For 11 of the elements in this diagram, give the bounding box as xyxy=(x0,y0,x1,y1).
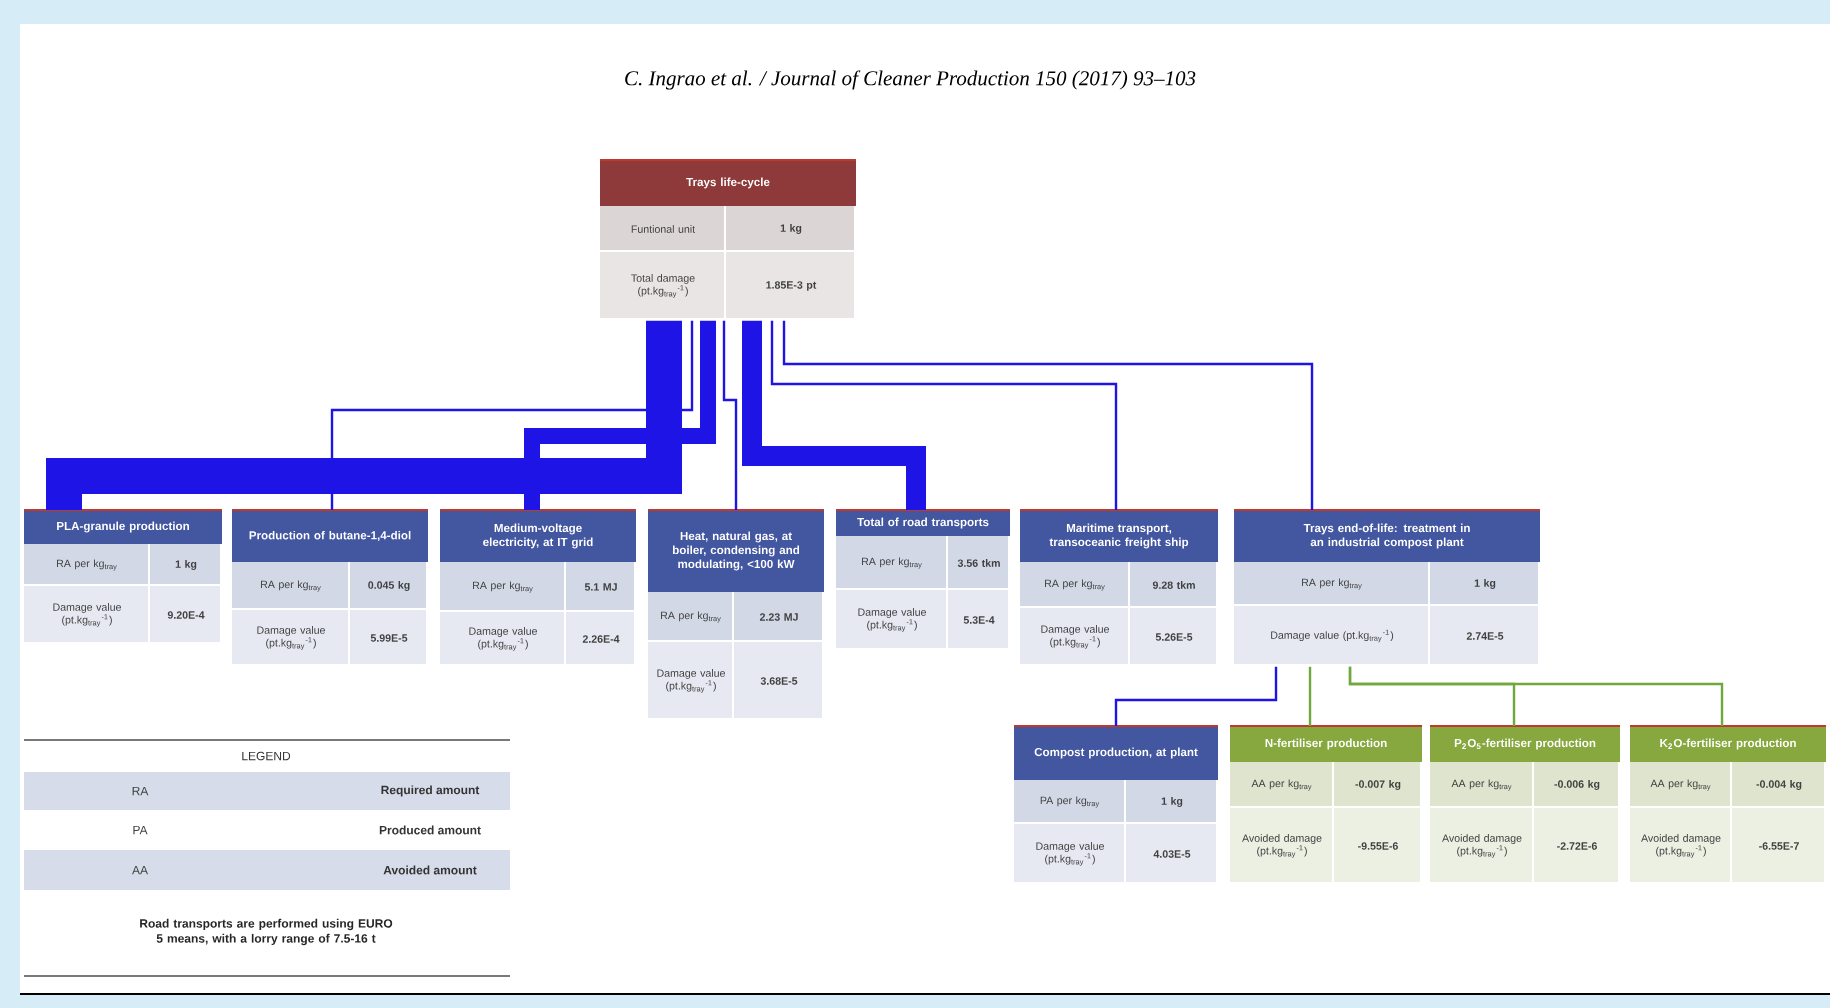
flow-line xyxy=(330,320,694,510)
flow-line xyxy=(722,320,738,510)
journal-header: C. Ingrao et al. / Journal of Cleaner Production 150 (2017) 93–103 xyxy=(625,70,1196,90)
flow-line xyxy=(524,320,716,510)
flow-line xyxy=(782,320,1314,510)
flow-line xyxy=(1308,666,1312,726)
flow-line xyxy=(1114,666,1278,726)
flow-line xyxy=(1348,666,1724,726)
flow-line xyxy=(770,320,1118,510)
flow-line xyxy=(46,320,682,510)
flow-line xyxy=(742,320,926,510)
